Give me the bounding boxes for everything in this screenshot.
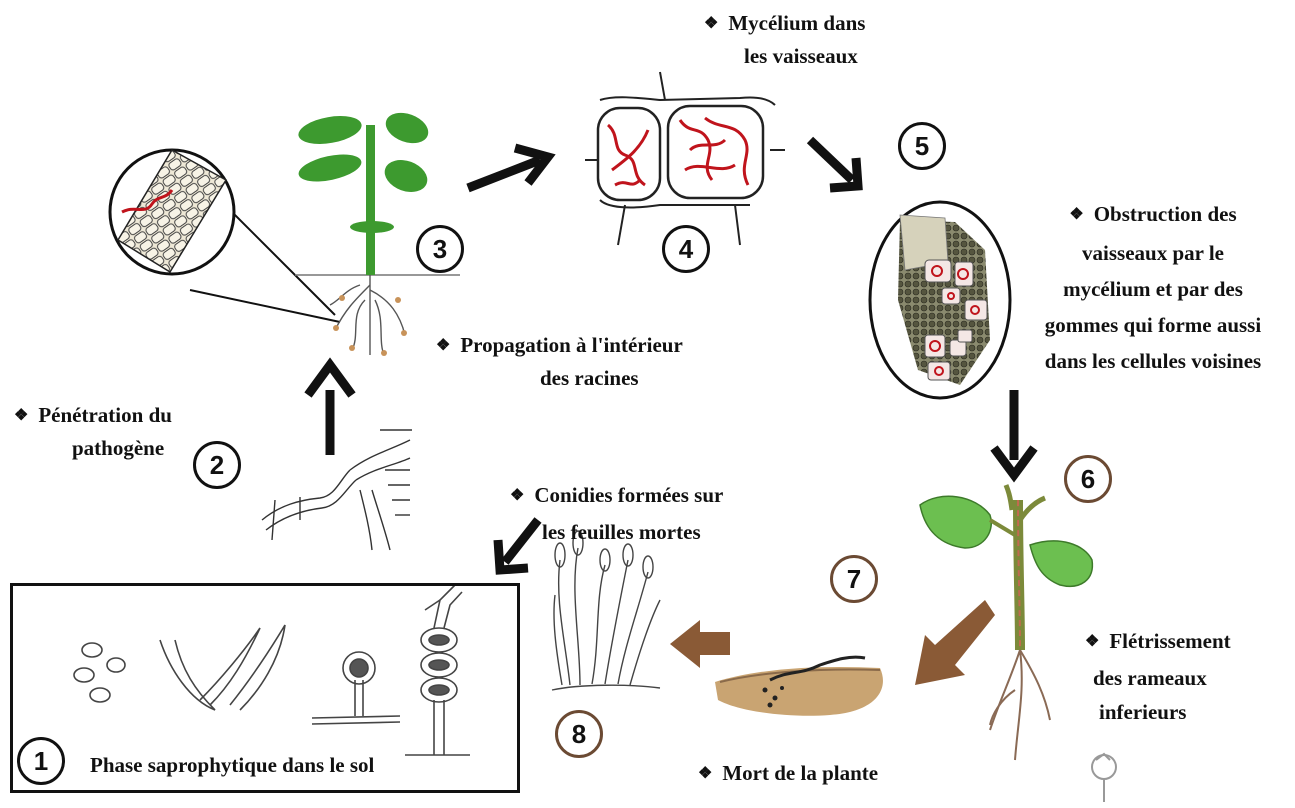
arrow-6-to-7 (915, 600, 995, 685)
hypha-penetration-illustration (262, 430, 412, 550)
conidia-illustration (552, 531, 660, 690)
bullet-icon: ❖ (1085, 633, 1099, 650)
vessels-mycelium-illustration (585, 72, 785, 245)
step-number-6: 6 (1064, 455, 1112, 503)
label-conidia: ❖Conidies formées sur les feuilles morte… (510, 478, 723, 549)
label-mycelium-vessels: ❖Mycélium dans les vaisseaux (704, 8, 865, 71)
vessel-obstruction-illustration (870, 202, 1010, 398)
arrow-2-to-3 (308, 365, 352, 455)
step-number-1: 1 (17, 737, 65, 785)
refresh-icon (1092, 754, 1116, 802)
label-saprophytic-phase: Phase saprophytique dans le sol (90, 750, 374, 780)
label-obstruction: ❖Obstruction des vaisseaux par le mycéli… (1018, 196, 1288, 379)
arrow-7-to-8 (670, 620, 730, 668)
label-wilting: ❖Flétrissement des rameaux inferieurs (1085, 624, 1231, 729)
step-number-5: 5 (898, 122, 946, 170)
bullet-icon: ❖ (510, 487, 524, 504)
bullet-icon: ❖ (14, 407, 28, 424)
step-number-4: 4 (662, 225, 710, 273)
step-number-7: 7 (830, 555, 878, 603)
bullet-icon: ❖ (436, 337, 450, 354)
step-number-2: 2 (193, 441, 241, 489)
label-propagation: ❖Propagation à l'intérieur des racines (436, 330, 683, 393)
bullet-icon: ❖ (698, 765, 712, 782)
label-penetration: ❖Pénétration du pathogène (14, 400, 172, 463)
wilted-branch-illustration (920, 485, 1092, 760)
bullet-icon: ❖ (1069, 206, 1083, 223)
arrow-5-to-6 (994, 390, 1034, 475)
step-number-3: 3 (416, 225, 464, 273)
dead-plant-soil-illustration (715, 657, 883, 716)
arrow-4-to-5 (810, 140, 858, 188)
bullet-icon: ❖ (704, 15, 718, 32)
label-plant-death: ❖Mort de la plante (698, 758, 878, 791)
step-number-8: 8 (555, 710, 603, 758)
arrow-3-to-4 (468, 148, 548, 188)
